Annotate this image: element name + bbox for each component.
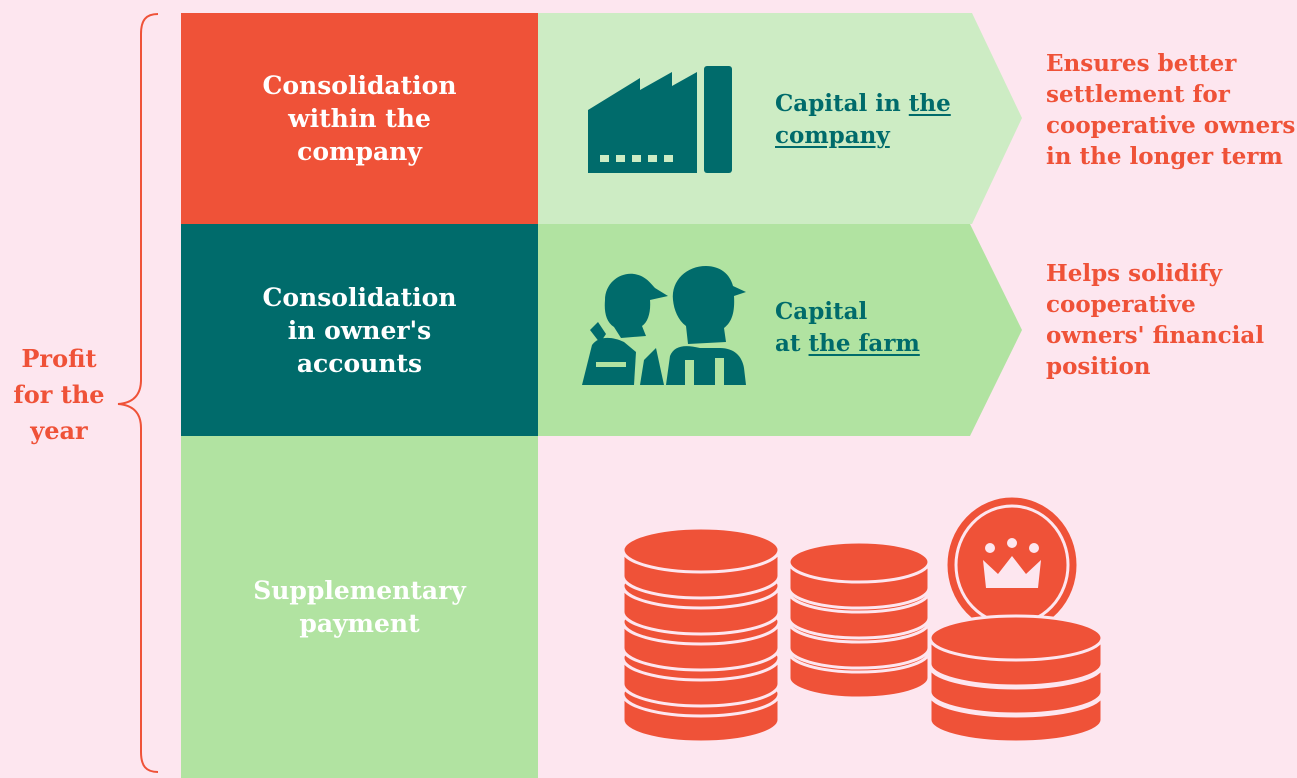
box-consolidation-company: Consolidation within the company xyxy=(181,13,538,224)
capital-link-company[interactable]: company xyxy=(775,122,890,149)
box-supplementary-payment: Supplementary payment xyxy=(181,436,538,778)
box-title: Consolidation within the company xyxy=(262,71,457,166)
capital-company-label: Capital in the company xyxy=(775,88,975,152)
box-title: Supplementary payment xyxy=(253,576,466,638)
capital-prefix: at xyxy=(775,330,809,357)
box-consolidation-owner: Consolidation in owner's accounts xyxy=(181,224,538,436)
capital-link-the[interactable]: the xyxy=(908,90,951,117)
capital-link-farm[interactable]: the farm xyxy=(808,330,920,357)
brace-label: Profit for the year xyxy=(13,344,105,445)
capital-farm-label: Capital at the farm xyxy=(775,296,975,360)
benefit-company: Ensures better settlement for cooperativ… xyxy=(1046,50,1296,170)
box-title: Consolidation in owner's accounts xyxy=(262,282,457,378)
capital-prefix: Capital in xyxy=(775,90,909,117)
capital-line1: Capital xyxy=(775,298,868,325)
benefit-farm: Helps solidify cooperative owners' finan… xyxy=(1046,260,1265,380)
